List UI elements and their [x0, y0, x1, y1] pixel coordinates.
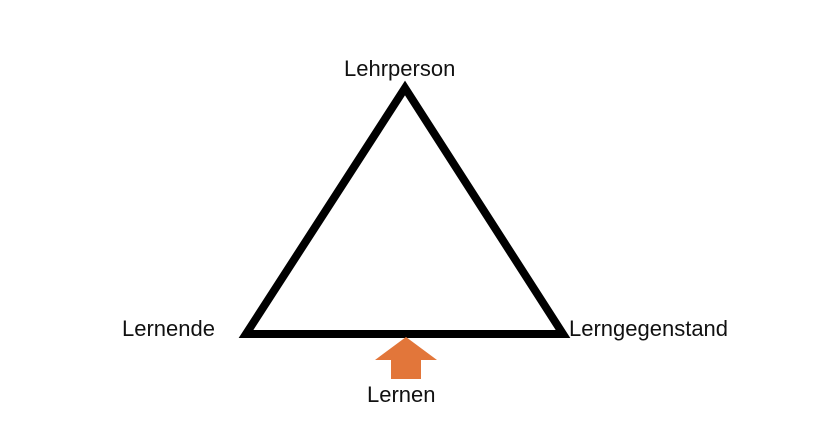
- arrow-up-icon: [375, 337, 437, 379]
- vertex-label-lehrperson: Lehrperson: [344, 56, 456, 81]
- vertex-label-lernende: Lernende: [122, 316, 215, 341]
- annotation-label-lernen: Lernen: [367, 382, 436, 407]
- triangle-shape: [238, 80, 571, 338]
- vertex-label-lerngegenstand: Lerngegenstand: [569, 316, 729, 341]
